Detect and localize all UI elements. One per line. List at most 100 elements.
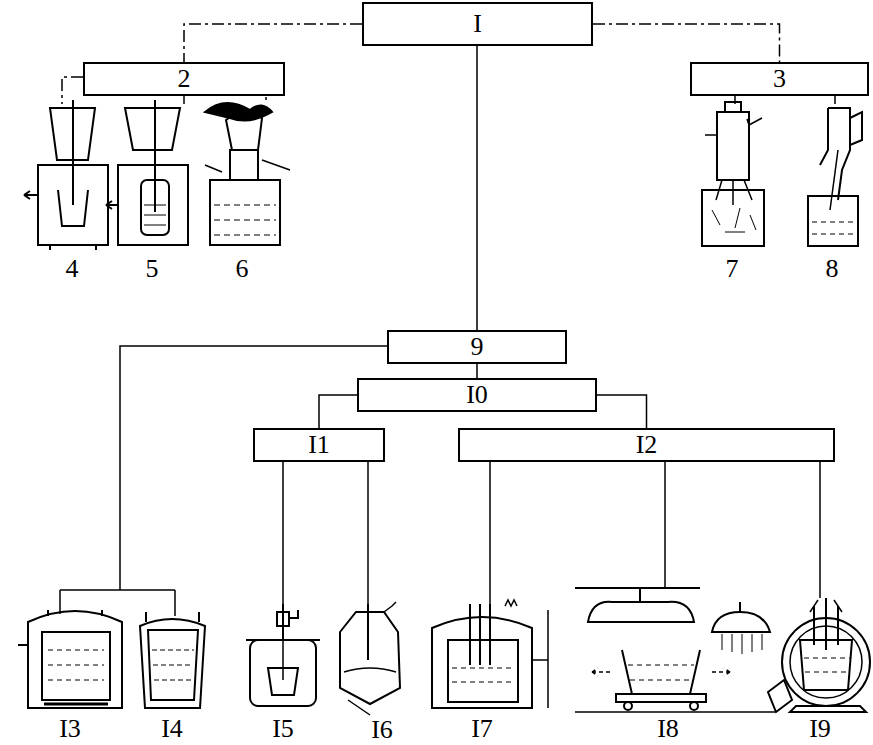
lamp-furnace-I8 <box>575 588 775 712</box>
tree-bracket <box>60 346 820 715</box>
lamp-furnace-I8-part <box>575 588 700 602</box>
tree-bracket-part <box>489 460 491 604</box>
lamp-furnace-I8-part <box>575 711 775 713</box>
spray-7 <box>702 102 764 246</box>
gun-8-part <box>850 112 862 145</box>
furnace-5-part <box>141 180 169 235</box>
callout-number: 4 <box>64 256 81 282</box>
tree-bracket-part <box>664 460 666 588</box>
gun-8-part <box>812 222 854 234</box>
spray-7-part <box>712 208 756 232</box>
callout-number: I9 <box>807 716 833 742</box>
bottle-I6-part <box>340 612 400 704</box>
process-box: I <box>362 2 593 46</box>
tree-bracket-part <box>174 590 176 616</box>
process-box: 2 <box>83 62 285 96</box>
callout-number: I7 <box>469 716 495 742</box>
callout-number: 5 <box>144 256 161 282</box>
tree-bracket-part <box>60 589 175 591</box>
lamp-furnace-I8-part <box>628 665 694 680</box>
process-box: 9 <box>387 330 567 364</box>
furnace-4-part <box>72 100 74 205</box>
furnace-I7-part <box>532 610 548 708</box>
furnace-5-part <box>125 108 180 150</box>
lamp-furnace-I8-part <box>722 634 762 654</box>
furnace-4-part <box>50 245 96 250</box>
box-label: 3 <box>773 66 786 92</box>
autoclave-I5-part <box>282 604 284 640</box>
spray-7-part <box>717 112 749 180</box>
callout-number: 6 <box>234 256 251 282</box>
vessel-I4-part <box>146 612 199 622</box>
rotary-furnace-I9-part <box>804 658 850 672</box>
tree-connector <box>184 24 362 62</box>
furnace-I7-part <box>452 668 514 682</box>
vessel-I4-part <box>148 630 198 700</box>
lamp-furnace-I8-part <box>690 702 698 710</box>
lamp-furnace-I8-part <box>616 694 706 702</box>
ladle-6-part <box>210 180 280 245</box>
lamp-furnace-I8-part <box>588 602 694 622</box>
box-label: 9 <box>471 334 484 360</box>
process-box: I2 <box>458 428 835 462</box>
lamp-furnace-I8-part <box>624 702 632 710</box>
furnace-I3-part <box>48 650 104 680</box>
furnace-I3-part <box>28 611 122 708</box>
furnace-I3 <box>18 610 122 708</box>
bottle-I6-part <box>344 668 396 672</box>
tree-connector <box>593 24 780 62</box>
tree-bracket-part <box>367 460 369 610</box>
vessel-I4-part <box>152 650 194 680</box>
lamp-furnace-I8-part <box>712 612 770 632</box>
lamp-furnace-I8-part <box>739 602 741 612</box>
furnace-I7-part <box>470 604 490 665</box>
tree-connector <box>319 395 357 428</box>
spray-7-part <box>702 190 764 246</box>
spray-7-part <box>716 180 752 205</box>
furnace-4-part <box>24 191 38 199</box>
gun-8-part <box>808 196 858 246</box>
ladle-6-part <box>214 205 276 235</box>
vessel-I4-part <box>140 619 205 708</box>
spray-7-part <box>725 102 741 112</box>
rotary-furnace-I9-part <box>814 598 838 650</box>
furnace-4 <box>24 100 108 250</box>
rotary-furnace-I9 <box>768 598 870 712</box>
tree-bracket-part <box>120 346 387 590</box>
process-box: 3 <box>690 62 869 96</box>
spray-7-part <box>705 118 762 135</box>
callout-number: I5 <box>270 716 296 742</box>
callout-number: 8 <box>824 256 841 282</box>
ladle-6-part <box>230 150 258 180</box>
furnace-5-part <box>106 201 118 209</box>
autoclave-I5-part <box>289 610 298 618</box>
furnace-I7 <box>432 600 548 708</box>
autoclave-I5-part <box>277 612 289 626</box>
gun-8 <box>808 108 862 246</box>
callout-number: I3 <box>57 716 83 742</box>
tree-bracket-part <box>819 460 821 598</box>
tree-bracket-part <box>59 590 61 614</box>
box-label: I0 <box>466 382 488 408</box>
callout-number: I6 <box>369 717 395 743</box>
furnace-5-part <box>118 165 188 245</box>
box-label: I1 <box>308 432 330 458</box>
tree-bracket-part <box>62 77 83 104</box>
rotary-furnace-I9-part <box>790 706 866 712</box>
furnace-I7-part <box>448 640 518 702</box>
process-box: I1 <box>253 428 385 462</box>
tree-connector <box>476 46 478 330</box>
furnace-5-part <box>144 205 166 225</box>
vessel-I4 <box>140 612 205 708</box>
bottle-I6 <box>340 602 400 704</box>
autoclave-I5-part <box>282 640 284 680</box>
callout-number: I4 <box>159 716 185 742</box>
ladle-6-part <box>205 160 290 172</box>
callout-number: I8 <box>655 716 681 742</box>
furnace-I3-part <box>18 610 102 645</box>
box-label: I <box>473 11 482 37</box>
lamp-furnace-I8-part <box>622 650 700 694</box>
